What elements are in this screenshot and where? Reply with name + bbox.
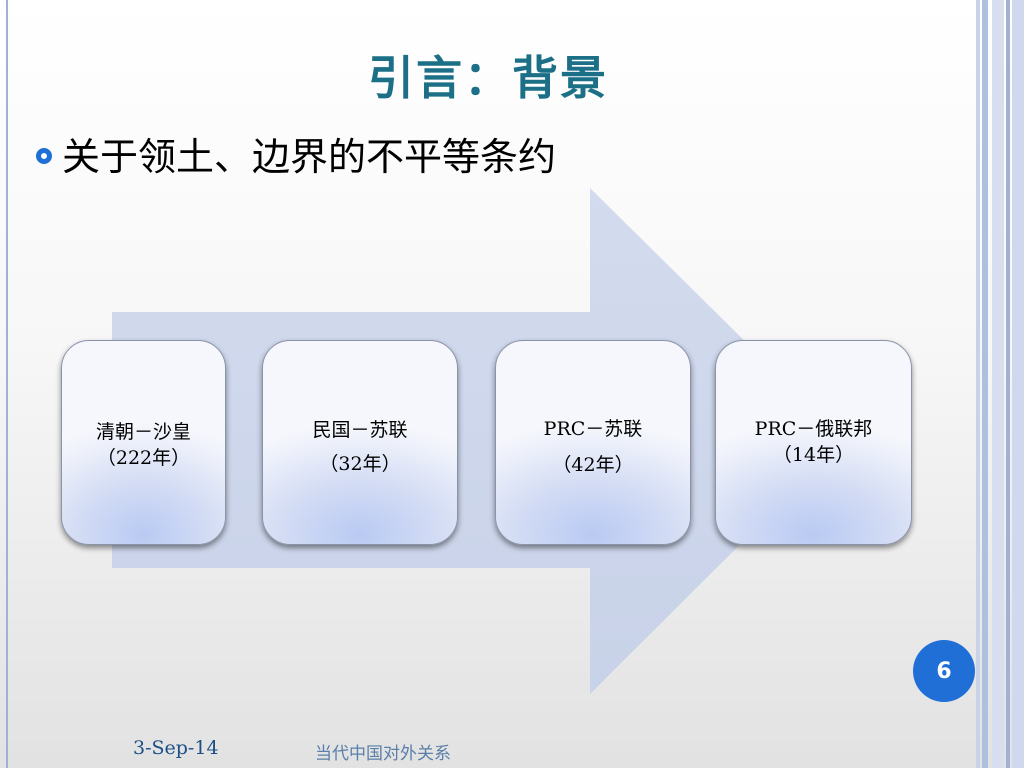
arrow-shape xyxy=(112,188,845,694)
box-label: PRC－俄联邦 xyxy=(754,418,873,440)
box-label: 民国－苏联 xyxy=(312,419,408,441)
bullet-item: 关于领土、边界的不平等条约 xyxy=(36,126,556,181)
bullet-ring-icon xyxy=(36,147,52,164)
slide-title: 引言：背景 xyxy=(368,51,608,105)
timeline-box-prc-soviet: PRC－苏联 （42年） xyxy=(495,340,691,545)
box-label: 清朝－沙皇 xyxy=(95,421,191,443)
footer-text: 当代中国对外关系 xyxy=(315,744,451,764)
page-number-badge: 6 xyxy=(913,640,975,702)
box-years: （32年） xyxy=(319,453,401,475)
box-years: （222年） xyxy=(96,447,191,469)
box-years: （14年） xyxy=(772,444,855,466)
timeline-box-roc: 民国－苏联 （32年） xyxy=(262,340,458,545)
timeline-box-prc-russia: PRC－俄联邦 （14年） xyxy=(715,340,912,545)
timeline-box-qing: 清朝－沙皇 （222年） xyxy=(61,340,226,545)
bullet-text: 关于领土、边界的不平等条约 xyxy=(62,135,557,179)
box-label: PRC－苏联 xyxy=(543,418,643,440)
box-years: （42年） xyxy=(552,454,634,476)
right-frame-stripes xyxy=(976,0,1024,768)
footer-date: 3-Sep-14 xyxy=(133,737,219,759)
left-frame-line xyxy=(6,0,8,768)
